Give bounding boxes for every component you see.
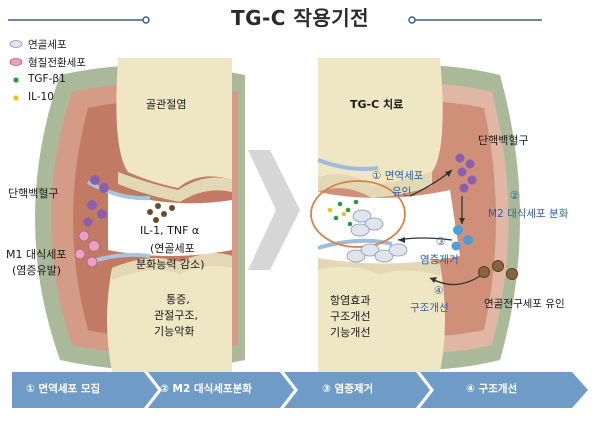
- right-effect-2: 구조개선: [330, 310, 371, 323]
- transition-arrow: [248, 150, 300, 270]
- left-il: IL-1, TNF α: [140, 224, 200, 237]
- right-treatment: TG-C 치료: [350, 98, 404, 111]
- right-effect-1: 항염효과: [330, 294, 371, 307]
- legend-il10: IL-10: [28, 91, 54, 103]
- right-step2: ②: [510, 190, 520, 202]
- right-effect-3: 기능개선: [330, 326, 371, 339]
- step-2: ② M2 대식세포분화: [160, 383, 252, 395]
- left-m1: M1 대식세포: [6, 248, 67, 261]
- right-step4-sub: 구조개선: [410, 302, 449, 314]
- left-il-sub1: (연골세포: [150, 242, 195, 255]
- left-pain-2: 관절구조,: [154, 309, 198, 322]
- legend-osteo: 연골세포: [28, 39, 67, 51]
- left-pain-1: 통증,: [166, 293, 190, 306]
- right-step2-sub: M2 대식세포 분화: [488, 208, 569, 220]
- left-pain-3: 기능악화: [154, 325, 195, 338]
- right-step1-sub: 유인: [392, 186, 412, 198]
- step-4: ④ 구조개선: [466, 383, 518, 395]
- right-joint: [310, 58, 520, 372]
- right-step1: ① 면역세포: [372, 170, 424, 182]
- left-m1-sub: (염증유발): [12, 264, 62, 277]
- left-monocyte: 단핵백혈구: [8, 187, 59, 200]
- step-1: ① 면역세포 모집: [26, 383, 101, 395]
- step-bar: [12, 372, 588, 408]
- left-arthritis: 골관절염: [146, 98, 187, 111]
- legend-icons: [9, 40, 23, 101]
- right-progenitor: 연골전구세포 유인: [484, 298, 565, 310]
- left-joint: [35, 58, 245, 372]
- right-monocyte: 단핵백혈구: [478, 134, 529, 147]
- right-step4: ④: [434, 285, 444, 297]
- page-title: TG-C 작용기전: [230, 6, 370, 30]
- legend-tgf: TGF-β1: [28, 73, 66, 85]
- right-step3: ③: [436, 236, 446, 248]
- step-3: ③ 염증제거: [322, 383, 374, 395]
- legend-transformed: 형질전환세포: [28, 57, 86, 69]
- right-step3-sub: 염증제거: [420, 254, 459, 266]
- title-lines: [8, 16, 542, 24]
- left-il-sub2: 분화능력 감소): [136, 258, 205, 271]
